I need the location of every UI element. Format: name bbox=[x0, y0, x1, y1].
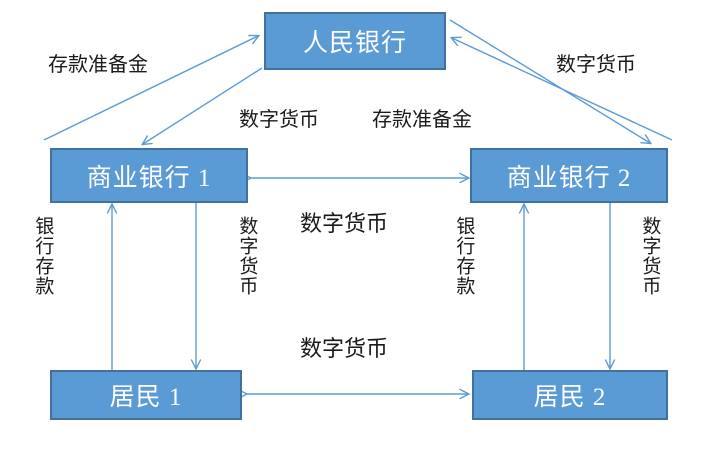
node-commercial-bank-2[interactable]: 商业银行 2 bbox=[470, 148, 668, 203]
edge-label-reserve-left: 存款准备金 bbox=[48, 54, 148, 76]
edge-label-bank-deposit-left: 银行存款 bbox=[32, 216, 54, 296]
edge-pboc-to-bank1 bbox=[143, 67, 263, 144]
edge-label-digital-currency-center-bottom: 数字货币 bbox=[300, 336, 389, 361]
edge-label-digital-currency-right: 数字货币 bbox=[556, 54, 636, 76]
edge-label-digital-currency-mid-left: 数字货币 bbox=[239, 109, 319, 131]
edge-label-digital-currency-center-top: 数字货币 bbox=[300, 211, 389, 236]
node-peoples-bank[interactable]: 人民银行 bbox=[264, 12, 446, 70]
edge-label-reserve-mid-right: 存款准备金 bbox=[372, 109, 472, 131]
edge-label-digital-currency-vertical-right: 数字货币 bbox=[639, 216, 661, 296]
node-commercial-bank-1[interactable]: 商业银行 1 bbox=[50, 148, 248, 203]
edge-label-digital-currency-vertical-left: 数字货币 bbox=[236, 216, 258, 296]
edge-bank1-to-pboc bbox=[43, 36, 258, 141]
edge-label-bank-deposit-right: 银行存款 bbox=[453, 216, 475, 296]
edge-pboc-to-bank2 bbox=[449, 19, 650, 143]
node-resident-2[interactable]: 居民 2 bbox=[472, 370, 668, 420]
node-resident-1[interactable]: 居民 1 bbox=[50, 370, 242, 420]
